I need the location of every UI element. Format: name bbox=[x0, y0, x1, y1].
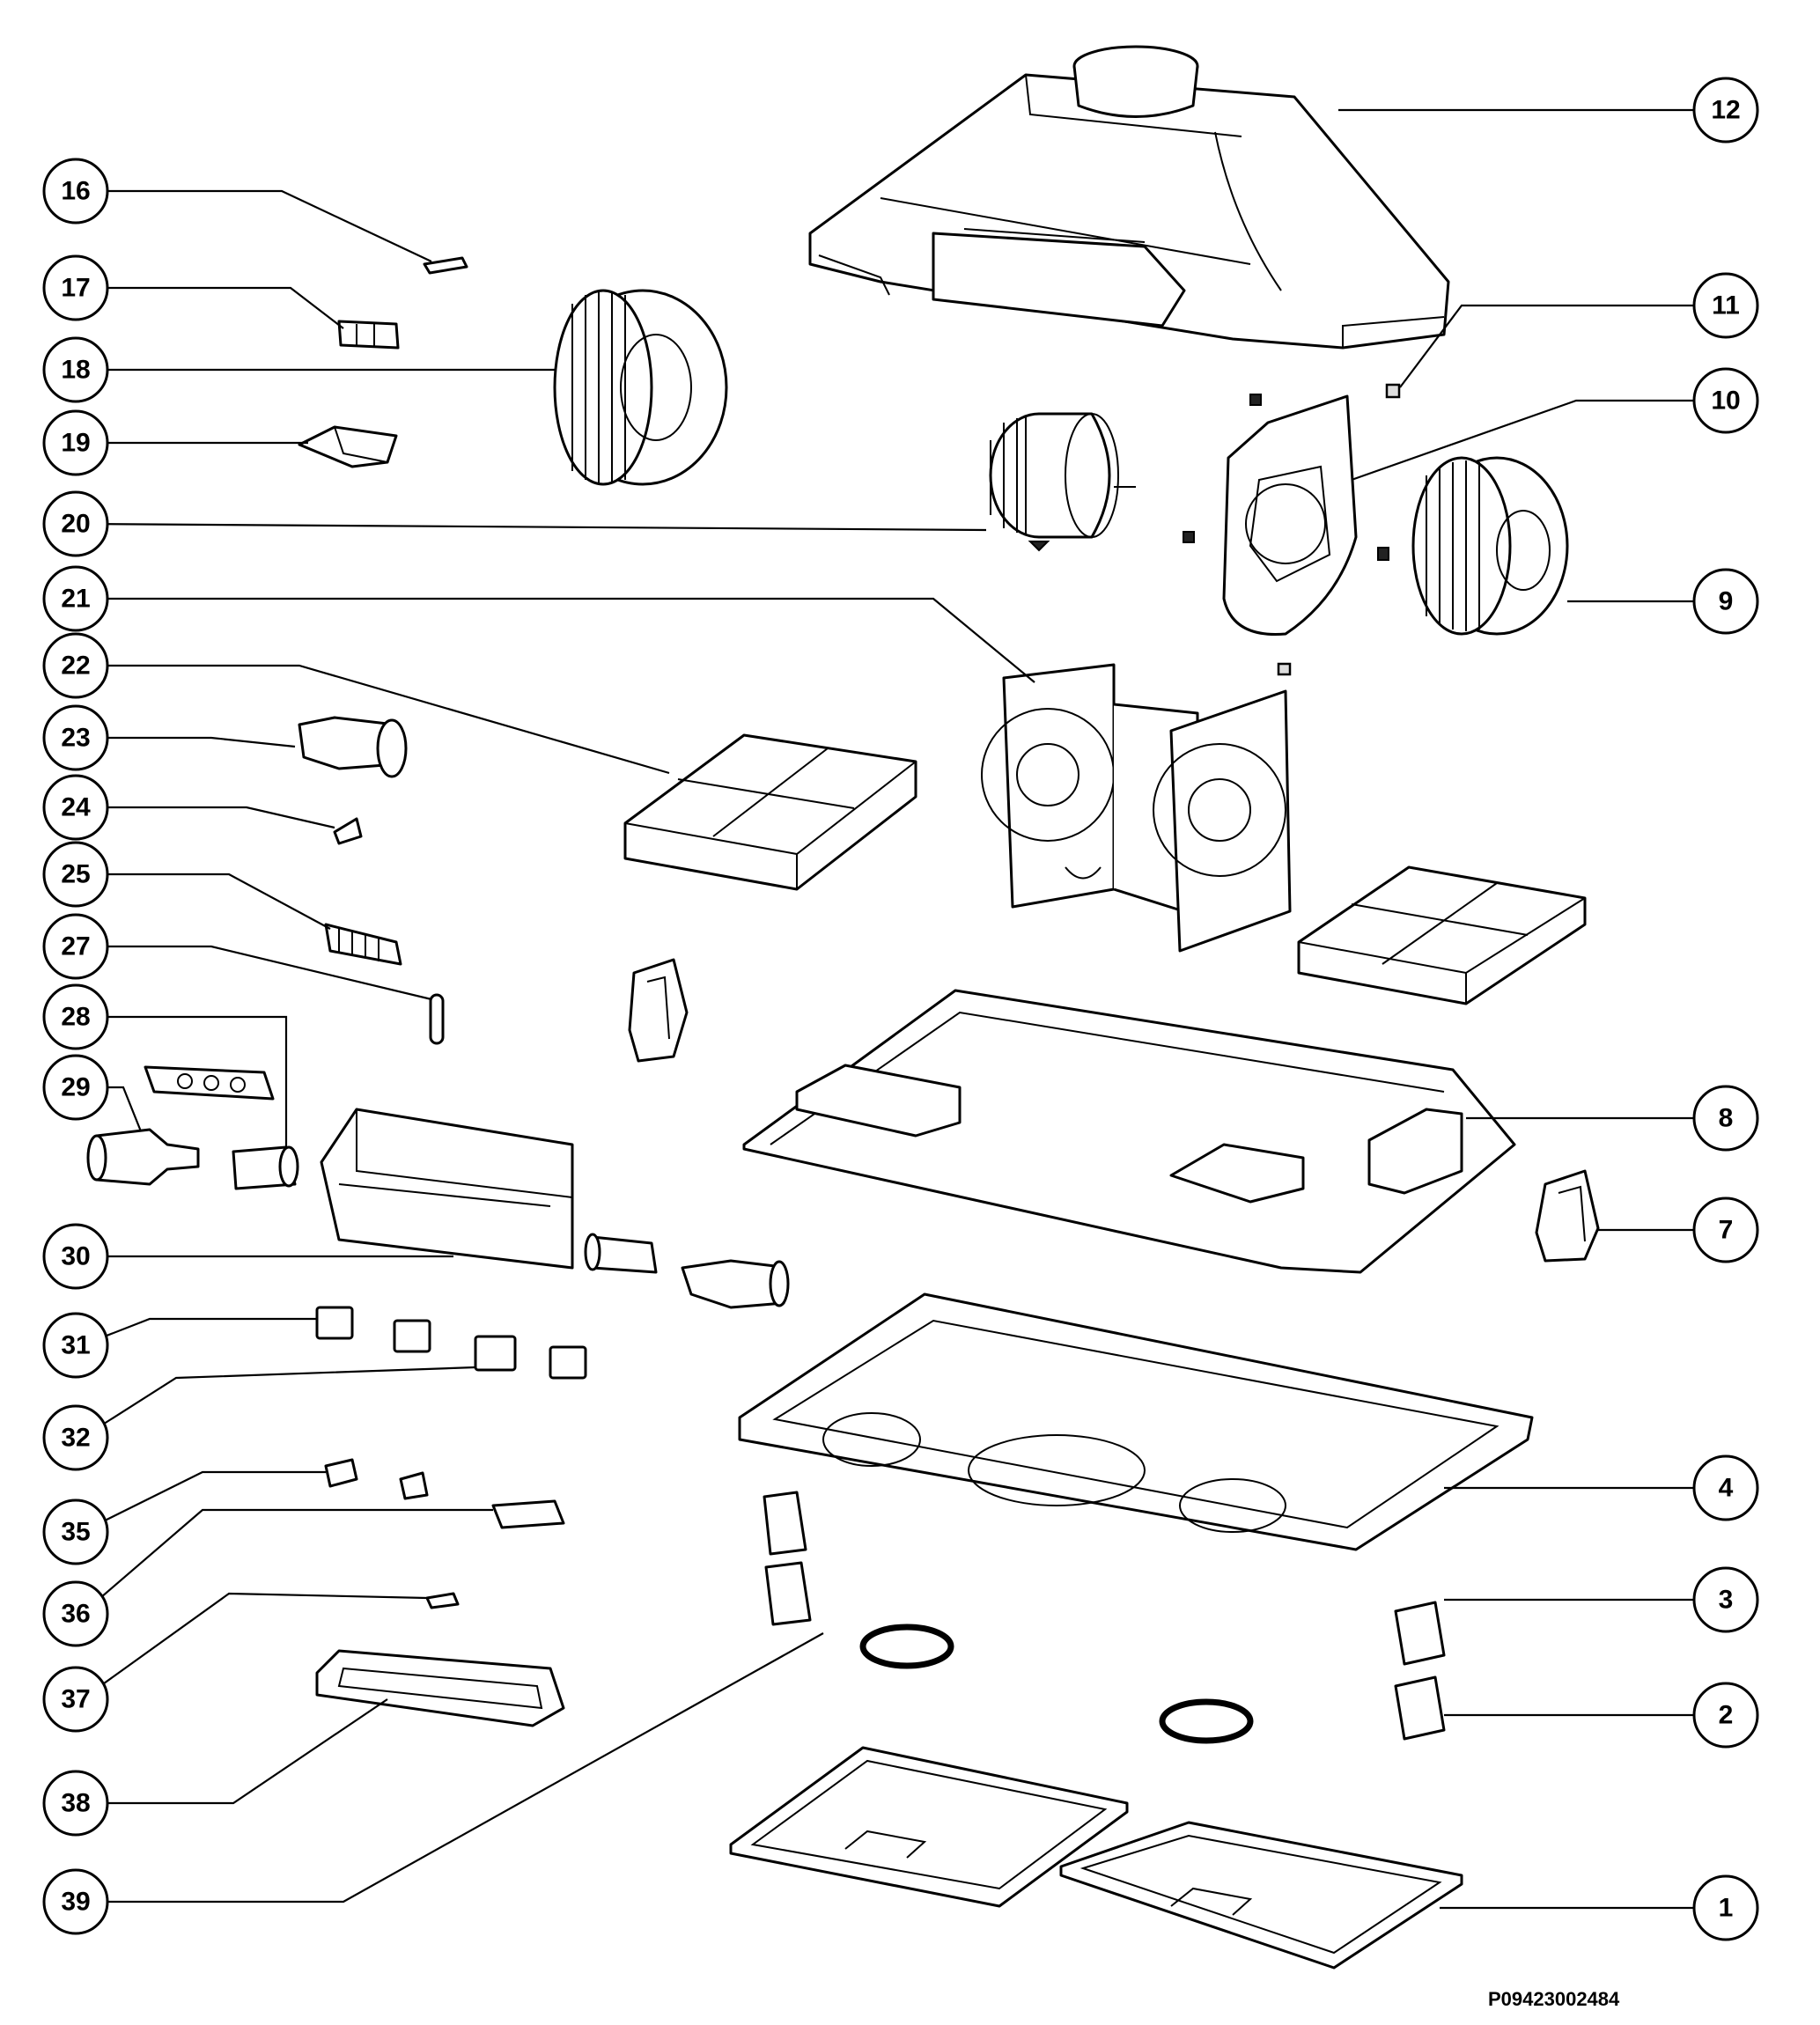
part-16-pin bbox=[423, 256, 468, 275]
svg-text:27: 27 bbox=[61, 932, 90, 961]
part-2-3-mounting-clips bbox=[763, 1491, 1446, 1741]
callout-27: 27 bbox=[42, 913, 109, 980]
svg-text:25: 25 bbox=[61, 860, 90, 889]
callout-4: 4 bbox=[1692, 1454, 1759, 1521]
svg-text:19: 19 bbox=[61, 429, 90, 458]
svg-text:20: 20 bbox=[61, 510, 90, 539]
callout-3: 3 bbox=[1692, 1566, 1759, 1633]
callout-12: 12 bbox=[1692, 77, 1759, 144]
part-37-clip bbox=[425, 1592, 460, 1609]
part-25-terminal-block bbox=[324, 923, 402, 966]
svg-text:4: 4 bbox=[1719, 1474, 1734, 1503]
svg-text:9: 9 bbox=[1719, 587, 1734, 616]
callout-7: 7 bbox=[1692, 1197, 1759, 1263]
part-18-blower-wheel bbox=[553, 289, 728, 486]
svg-text:39: 39 bbox=[61, 1888, 90, 1917]
svg-text:24: 24 bbox=[61, 793, 91, 822]
lamp-holder-left bbox=[628, 958, 689, 1063]
callout-9: 9 bbox=[1692, 568, 1759, 635]
svg-text:8: 8 bbox=[1719, 1104, 1734, 1133]
part-27-fuse bbox=[429, 993, 445, 1045]
svg-text:30: 30 bbox=[61, 1242, 90, 1271]
callout-32: 32 bbox=[42, 1404, 109, 1471]
callout-11: 11 bbox=[1692, 272, 1759, 339]
svg-text:3: 3 bbox=[1719, 1586, 1734, 1615]
part-30-control-box bbox=[320, 1108, 790, 1309]
svg-text:2: 2 bbox=[1719, 1701, 1734, 1730]
part-7-lamp-holder bbox=[1535, 1169, 1600, 1263]
part-10-motor-plate bbox=[1222, 394, 1358, 636]
part-21-fan-housing bbox=[981, 663, 1292, 953]
callout-17: 17 bbox=[42, 254, 109, 321]
svg-text:16: 16 bbox=[61, 177, 90, 206]
part-23-lamp bbox=[298, 716, 408, 778]
part-12-hood-top bbox=[808, 45, 1450, 350]
leader-lines bbox=[81, 108, 1695, 1910]
svg-text:38: 38 bbox=[61, 1789, 90, 1818]
svg-text:31: 31 bbox=[61, 1331, 90, 1360]
callout-18: 18 bbox=[42, 336, 109, 403]
svg-text:32: 32 bbox=[61, 1424, 90, 1453]
part-9-blower-wheel bbox=[1411, 456, 1569, 636]
svg-text:22: 22 bbox=[61, 652, 90, 681]
callout-8: 8 bbox=[1692, 1085, 1759, 1152]
callout-1: 1 bbox=[1692, 1874, 1759, 1941]
callout-2: 2 bbox=[1692, 1682, 1759, 1749]
callout-38: 38 bbox=[42, 1770, 109, 1837]
callout-36: 36 bbox=[42, 1580, 109, 1647]
callout-10: 10 bbox=[1692, 367, 1759, 434]
svg-text:37: 37 bbox=[61, 1685, 90, 1714]
part-39-seal-rings bbox=[859, 1624, 1254, 1744]
part-20-motor bbox=[989, 412, 1136, 552]
part-17-terminal bbox=[337, 320, 400, 350]
svg-text:18: 18 bbox=[61, 356, 90, 385]
part-8-hood-body bbox=[742, 989, 1516, 1274]
callout-21: 21 bbox=[42, 565, 109, 632]
callout-31: 31 bbox=[42, 1312, 109, 1379]
svg-text:21: 21 bbox=[61, 585, 90, 614]
svg-text:23: 23 bbox=[61, 724, 90, 753]
callout-22: 22 bbox=[42, 632, 109, 699]
callout-23: 23 bbox=[42, 704, 109, 771]
part-35-36-clips bbox=[324, 1458, 565, 1529]
callout-20: 20 bbox=[42, 490, 109, 557]
part-22-grease-filter bbox=[623, 733, 917, 891]
callout-19: 19 bbox=[42, 409, 109, 476]
callout-24: 24 bbox=[42, 774, 109, 841]
callout-37: 37 bbox=[42, 1666, 109, 1733]
part-24-clip bbox=[333, 817, 363, 845]
svg-text:7: 7 bbox=[1719, 1216, 1734, 1245]
svg-text:1: 1 bbox=[1719, 1894, 1734, 1923]
callout-39: 39 bbox=[42, 1868, 109, 1935]
svg-text:17: 17 bbox=[61, 274, 90, 303]
callout-16: 16 bbox=[42, 158, 109, 225]
part-19-bracket bbox=[298, 425, 398, 468]
part-1-grease-filters bbox=[729, 1746, 1463, 1970]
part-31-32-switches bbox=[315, 1306, 587, 1380]
grease-filter-right bbox=[1297, 865, 1587, 1005]
callout-25: 25 bbox=[42, 841, 109, 908]
part-11-clips bbox=[1183, 383, 1401, 676]
callout-29: 29 bbox=[42, 1054, 109, 1121]
part-38-light-frame bbox=[315, 1649, 565, 1727]
part-28-lamp-socket bbox=[144, 1065, 299, 1190]
svg-text:36: 36 bbox=[61, 1600, 90, 1629]
svg-text:12: 12 bbox=[1711, 96, 1740, 125]
svg-text:35: 35 bbox=[61, 1518, 90, 1547]
svg-text:29: 29 bbox=[61, 1073, 90, 1102]
svg-text:28: 28 bbox=[61, 1003, 90, 1032]
callout-28: 28 bbox=[42, 983, 109, 1050]
callout-30: 30 bbox=[42, 1223, 109, 1290]
callout-35: 35 bbox=[42, 1498, 109, 1565]
part-29-lamp bbox=[86, 1128, 200, 1186]
drawing-reference-code: P09423002484 bbox=[1488, 1988, 1620, 2010]
svg-text:10: 10 bbox=[1711, 387, 1740, 416]
part-4-bottom-frame bbox=[738, 1292, 1534, 1551]
svg-text:11: 11 bbox=[1712, 291, 1740, 320]
